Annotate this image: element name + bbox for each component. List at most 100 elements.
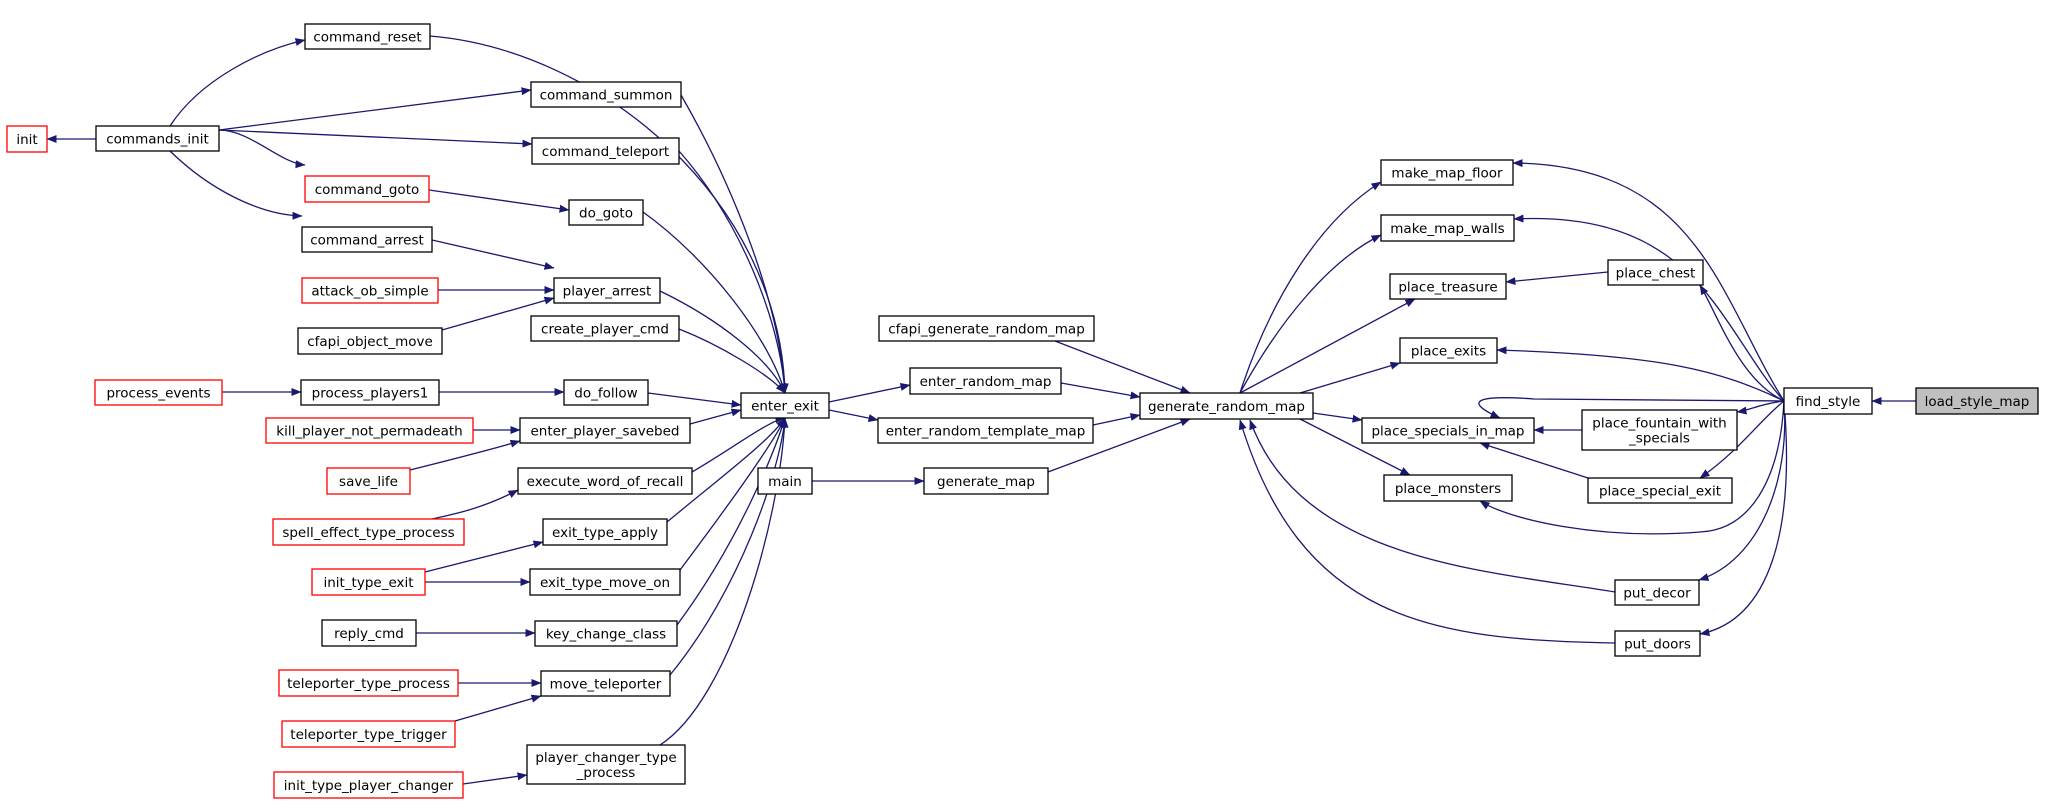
node-kill-player-not-permadeath[interactable]: kill_player_not_permadeath (265, 417, 474, 444)
node-teleporter-type-process[interactable]: teleporter_type_process (278, 669, 459, 697)
node-label: generate_random_map (1148, 399, 1305, 415)
node-command-summon[interactable]: command_summon (530, 81, 682, 108)
node-label: enter_player_savebed (531, 424, 680, 440)
call-edge (1238, 419, 1616, 644)
node-place-specials-in-map[interactable]: place_specials_in_map (1361, 417, 1535, 444)
node-command-teleport[interactable]: command_teleport (531, 137, 680, 165)
node-label: enter_random_template_map (886, 424, 1086, 440)
node-make-map-walls[interactable]: make_map_walls (1380, 214, 1515, 242)
call-edge (218, 129, 533, 148)
call-edge (828, 409, 879, 423)
node-label: do_goto (579, 206, 633, 222)
node-place-fountain-with-specials[interactable]: place_fountain_with_specials (1581, 409, 1738, 451)
node-save-life[interactable]: save_life (326, 467, 411, 495)
node-command-arrest[interactable]: command_arrest (301, 226, 433, 253)
node-label: place_chest (1616, 266, 1696, 282)
node-enter-exit[interactable]: enter_exit (740, 392, 830, 419)
node-label: make_map_walls (1390, 221, 1504, 237)
node-label: teleporter_type_trigger (290, 727, 447, 743)
node-label: command_arrest (310, 233, 424, 249)
node-box (1389, 273, 1507, 300)
node-create-player-cmd[interactable]: create_player_cmd (530, 315, 680, 342)
node-label: place_fountain_with (1592, 416, 1726, 432)
node-box (1361, 417, 1535, 444)
node-label: create_player_cmd (541, 322, 669, 338)
call-edge (1299, 361, 1401, 394)
node-place-monsters[interactable]: place_monsters (1383, 474, 1513, 502)
call-edge (441, 296, 555, 331)
node-make-map-floor[interactable]: make_map_floor (1380, 159, 1514, 186)
node-label: command_reset (313, 30, 421, 46)
call-edge (678, 150, 789, 394)
node-generate-map[interactable]: generate_map (923, 467, 1049, 495)
node-command-reset[interactable]: command_reset (304, 23, 431, 50)
node-box (1587, 477, 1733, 504)
node-key-change-class[interactable]: key_change_class (534, 620, 678, 647)
node-label: _specials (1628, 431, 1690, 447)
node-command-goto[interactable]: command_goto (304, 175, 430, 203)
node-process-players1[interactable]: process_players1 (300, 379, 440, 406)
call-edge (680, 94, 789, 394)
node-init-type-exit[interactable]: init_type_exit (311, 568, 426, 596)
node-find-style[interactable]: find_style (1783, 387, 1873, 415)
node-do-follow[interactable]: do_follow (563, 379, 649, 406)
node-init-type-player-changer[interactable]: init_type_player_changer (273, 771, 464, 799)
node-exit-type-apply[interactable]: exit_type_apply (542, 518, 668, 546)
node-label: key_change_class (546, 627, 666, 643)
node-enter-random-template-map[interactable]: enter_random_template_map (877, 417, 1094, 444)
call-edge (218, 129, 306, 169)
node-init[interactable]: init (6, 125, 48, 153)
node-place-chest[interactable]: place_chest (1607, 259, 1704, 286)
node-label: enter_random_map (920, 374, 1052, 390)
node-label: generate_map (937, 474, 1035, 490)
call-edge (689, 408, 742, 425)
node-place-exits[interactable]: place_exits (1399, 337, 1498, 364)
node-commands-init[interactable]: commands_init (95, 125, 220, 152)
call-edge (1698, 400, 1786, 581)
node-label: place_exits (1411, 344, 1486, 360)
node-enter-player-savebed[interactable]: enter_player_savebed (519, 417, 691, 444)
node-label: put_doors (1624, 637, 1691, 653)
node-box (531, 137, 680, 165)
node-attack-ob-simple[interactable]: attack_ob_simple (301, 277, 439, 304)
node-player-arrest[interactable]: player_arrest (553, 277, 661, 304)
node-box (1607, 259, 1704, 286)
node-place-special-exit[interactable]: place_special_exit (1587, 477, 1733, 504)
node-label: teleporter_type_process (287, 676, 450, 692)
node-box (301, 226, 433, 253)
node-label: execute_word_of_recall (527, 474, 684, 490)
node-teleporter-type-trigger[interactable]: teleporter_type_trigger (281, 720, 456, 748)
node-generate-random-map[interactable]: generate_random_map (1139, 392, 1314, 420)
node-box (304, 23, 431, 50)
node-move-teleporter[interactable]: move_teleporter (540, 670, 671, 697)
call-edge (1060, 382, 1141, 400)
node-do-goto[interactable]: do_goto (568, 199, 644, 226)
node-main[interactable]: main (757, 467, 813, 495)
node-label: attack_ob_simple (311, 284, 428, 300)
node-label: place_monsters (1395, 481, 1501, 497)
node-reply-cmd[interactable]: reply_cmd (321, 619, 417, 647)
node-box (877, 417, 1094, 444)
node-box (1383, 474, 1513, 502)
node-player-changer-type-process[interactable]: player_changer_type_process (526, 744, 686, 785)
node-execute-word-of-recall[interactable]: execute_word_of_recall (517, 467, 693, 495)
node-cfapi-generate-random-map[interactable]: cfapi_generate_random_map (878, 315, 1095, 342)
node-cfapi-object-move[interactable]: cfapi_object_move (297, 327, 443, 355)
node-process-events[interactable]: process_events (94, 379, 223, 406)
call-edge (1699, 400, 1785, 479)
node-spell-effect-type-process[interactable]: spell_effect_type_process (272, 518, 465, 546)
node-load-style-map[interactable]: load_style_map (1915, 387, 2039, 415)
node-put-doors[interactable]: put_doors (1614, 630, 1701, 657)
node-label: cfapi_generate_random_map (888, 322, 1085, 338)
node-exit-type-move-on[interactable]: exit_type_move_on (529, 568, 681, 596)
node-enter-random-map[interactable]: enter_random_map (909, 367, 1062, 395)
node-box (534, 620, 678, 647)
node-box (1380, 214, 1515, 242)
node-put-decor[interactable]: put_decor (1614, 579, 1700, 606)
node-label: enter_exit (751, 399, 819, 415)
call-edge (659, 290, 786, 394)
node-label: make_map_floor (1391, 166, 1503, 182)
node-box (300, 379, 440, 406)
node-place-treasure[interactable]: place_treasure (1389, 273, 1507, 300)
call-edge (169, 150, 303, 220)
